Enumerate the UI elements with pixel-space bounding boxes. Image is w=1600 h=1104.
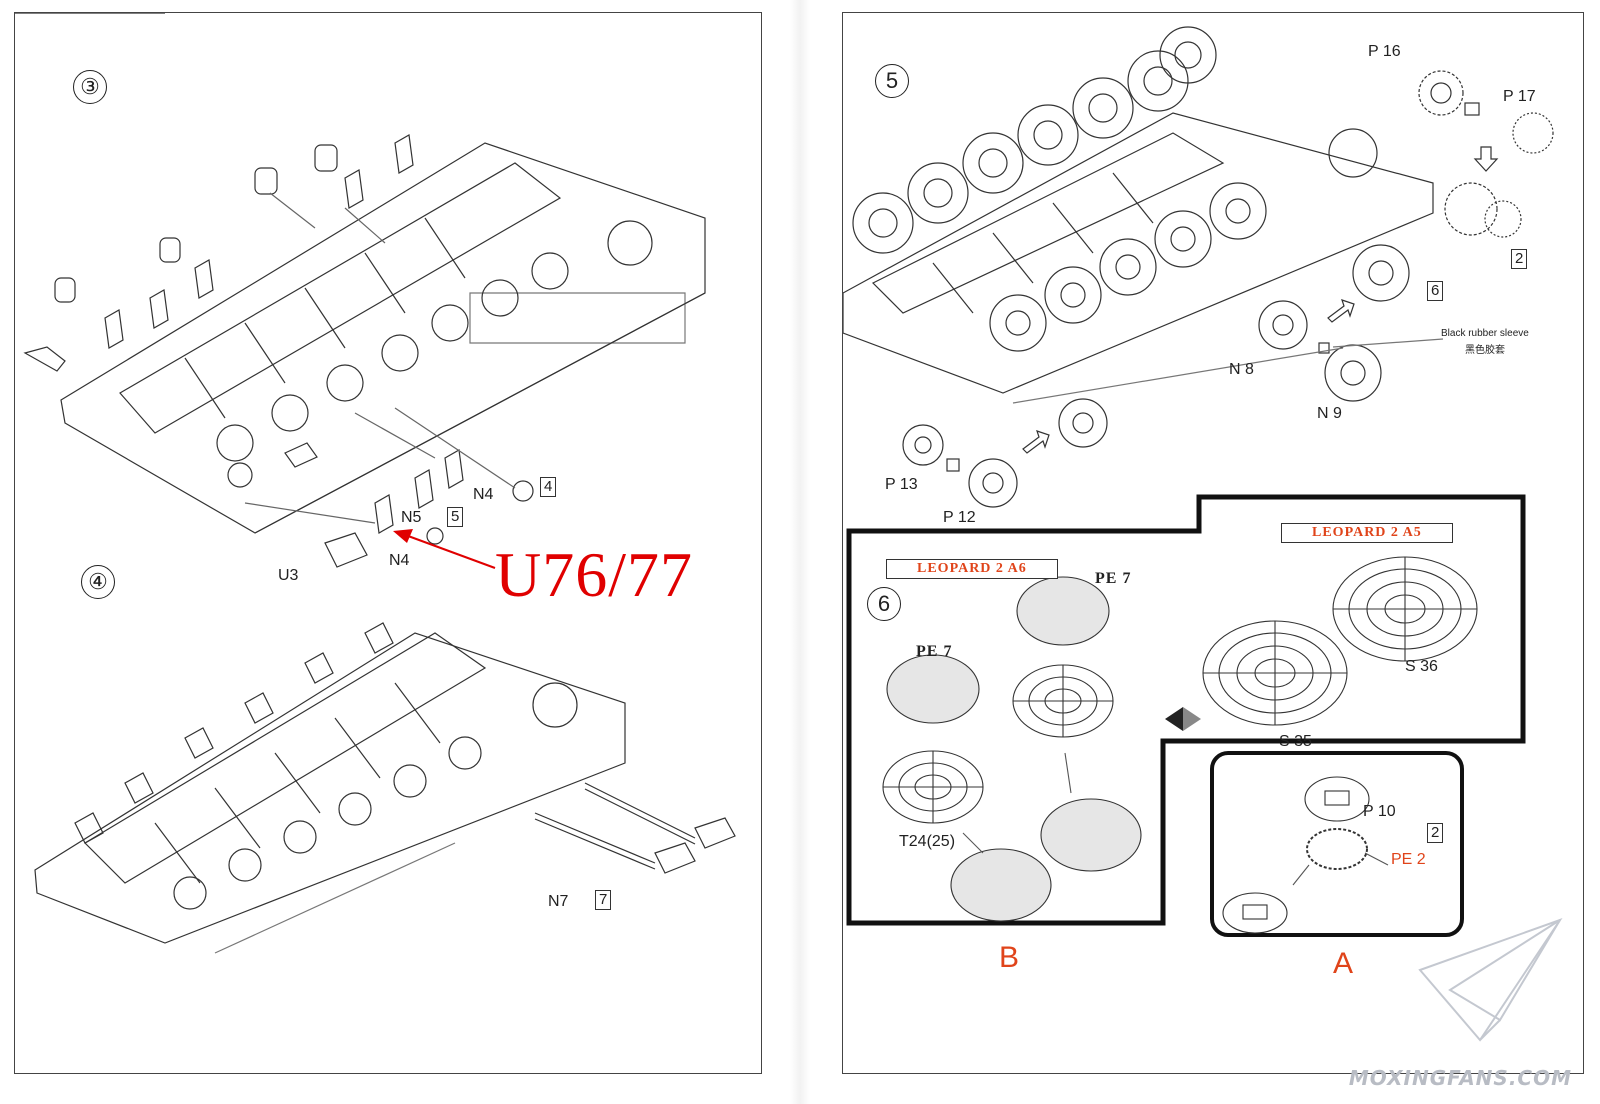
part-label-s36: S 36 xyxy=(1405,658,1438,675)
part-label-pe7-left: PE 7 xyxy=(916,643,953,660)
part-label-p17: P 17 xyxy=(1503,88,1536,105)
part-label-n8: N 8 xyxy=(1229,361,1254,378)
variant-banner-a6: LEOPARD 2 A6 xyxy=(886,559,1058,579)
step-6-number: 6 xyxy=(867,587,901,621)
part-label-s35: S 35 xyxy=(1279,733,1312,750)
part-label-p13: P 13 xyxy=(885,476,918,493)
part-label-p10: P 10 xyxy=(1363,803,1396,820)
suspension-assembly-drawing-right xyxy=(843,26,1554,937)
rubber-sleeve-label: Black rubber sleeve xyxy=(1441,328,1529,339)
step-3-number: ③ xyxy=(73,70,107,104)
variant-letter-b: B xyxy=(999,941,1020,974)
left-page: ③ N4 4 N5 5 N4 U3 U76/77 ④ N7 7 xyxy=(14,12,762,1074)
part-label-pe7-top: PE 7 xyxy=(1095,570,1132,587)
variant-banner-a5: LEOPARD 2 A5 xyxy=(1281,523,1453,543)
step-4-number: ④ xyxy=(81,565,115,599)
step-5-number: 5 xyxy=(875,64,909,98)
quantity-box-2-step6: 2 xyxy=(1427,823,1444,843)
part-label-t24: T24(25) xyxy=(899,833,956,850)
part-label-n9: N 9 xyxy=(1317,405,1342,422)
part-label-p12: P 12 xyxy=(943,509,976,526)
part-label-pe2: PE 2 xyxy=(1391,851,1426,868)
right-page: 5 P 16 P 17 2 6 Black rubber sleeve 黑色胶套… xyxy=(842,12,1584,1074)
quantity-box-n7: 7 xyxy=(595,890,612,910)
part-callout-annotation: U76/77 xyxy=(495,539,693,610)
page-gutter xyxy=(790,0,810,1104)
part-label-p16: P 16 xyxy=(1368,43,1401,60)
part-label-n4-lower: N4 xyxy=(389,552,410,569)
watermark-text: MOXINGFANS.COM xyxy=(1348,1066,1572,1090)
part-label-u3: U3 xyxy=(278,567,299,584)
rubber-sleeve-label-cn: 黑色胶套 xyxy=(1465,345,1505,356)
variant-letter-a: A xyxy=(1333,947,1354,980)
quantity-box-6: 6 xyxy=(1427,281,1444,301)
part-label-n4: N4 xyxy=(473,486,494,503)
part-label-n5: N5 xyxy=(401,509,422,526)
hull-assembly-drawing-left xyxy=(15,13,736,954)
quantity-box-2-step5: 2 xyxy=(1511,249,1528,269)
quantity-box-n5: 5 xyxy=(447,507,464,527)
part-label-n7: N7 xyxy=(548,893,569,910)
quantity-box-n4: 4 xyxy=(540,477,557,497)
